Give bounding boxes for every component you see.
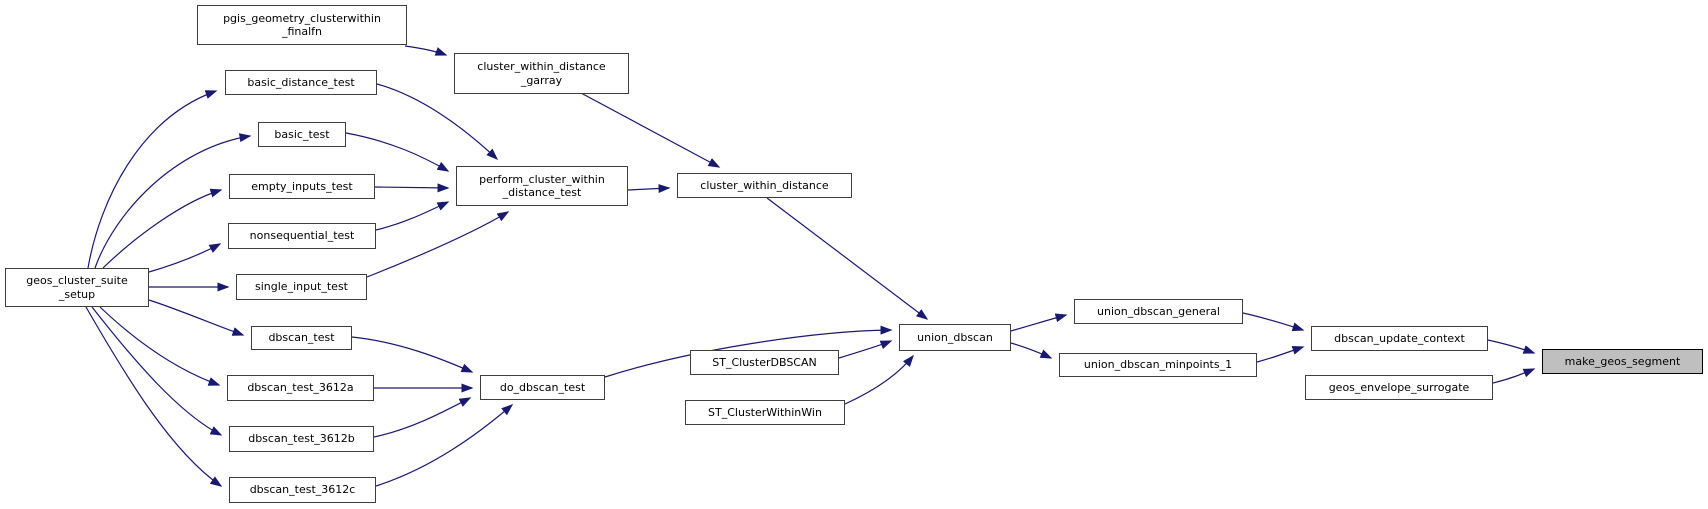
node-basic-test[interactable]: basic_test: [258, 122, 346, 147]
node-pgis-geometry-clusterwithin-finalfn[interactable]: pgis_geometry_clusterwithin _finalfn: [197, 5, 407, 45]
edge-setup-to-basic-distance-test: [87, 90, 218, 269]
edge-basic-test-to-perform: [345, 132, 450, 172]
node-union-dbscan[interactable]: union_dbscan: [899, 324, 1011, 351]
edge-st-clusterwithinwin-to-union-dbscan: [844, 354, 914, 405]
edge-union-dbscan-to-general: [1010, 313, 1068, 332]
node-union-dbscan-general[interactable]: union_dbscan_general: [1074, 299, 1243, 324]
edge-setup-to-nonsequential-test: [148, 243, 222, 273]
edge-dbscan-test-3612c-to-do-dbscan-test: [375, 404, 514, 487]
node-empty-inputs-test[interactable]: empty_inputs_test: [229, 174, 375, 199]
node-dbscan-test-3612b[interactable]: dbscan_test_3612b: [229, 426, 374, 452]
node-make-geos-segment: make_geos_segment: [1542, 349, 1703, 374]
edge-garray-to-cluster-within-distance: [580, 92, 721, 168]
edge-setup-to-dbscan-test-3612c: [85, 306, 223, 487]
node-single-input-test[interactable]: single_input_test: [236, 274, 367, 300]
node-basic-distance-test[interactable]: basic_distance_test: [225, 70, 377, 95]
edge-do-dbscan-test-to-union-dbscan: [604, 325, 893, 378]
edge-geos-envelope-surrogate-to-make-geos-segment: [1492, 368, 1536, 384]
edge-dbscan-test-3612b-to-do-dbscan-test: [373, 397, 472, 438]
edge-setup-to-empty-inputs-test: [102, 188, 223, 269]
edge-perform-to-cluster-within-distance: [627, 184, 671, 194]
node-geos-cluster-suite-setup[interactable]: geos_cluster_suite _setup: [5, 268, 149, 307]
edge-setup-to-dbscan-test: [148, 299, 245, 336]
node-geos-envelope-surrogate[interactable]: geos_envelope_surrogate: [1305, 375, 1493, 400]
node-dbscan-test-3612a[interactable]: dbscan_test_3612a: [227, 375, 374, 401]
node-do-dbscan-test[interactable]: do_dbscan_test: [480, 375, 605, 400]
edge-pgis-finalfn-to-garray: [404, 45, 448, 56]
node-dbscan-update-context[interactable]: dbscan_update_context: [1311, 326, 1488, 351]
edge-setup-to-dbscan-test-3612a: [99, 306, 221, 386]
edge-cluster-within-distance-to-union-dbscan: [766, 197, 929, 320]
node-dbscan-test-3612c[interactable]: dbscan_test_3612c: [229, 477, 376, 503]
edge-setup-to-dbscan-test-3612b: [91, 306, 223, 436]
node-cluster-within-distance[interactable]: cluster_within_distance: [677, 173, 852, 198]
edge-dbscan-update-context-to-make-geos-segment: [1487, 339, 1536, 354]
edge-single-input-test-to-perform: [366, 211, 510, 278]
edge-nonsequential-test-to-perform: [375, 201, 450, 231]
node-nonsequential-test[interactable]: nonsequential_test: [228, 223, 376, 249]
edge-minpoints-1-to-dbscan-update-context: [1256, 346, 1305, 363]
node-st-clusterdbscan[interactable]: ST_ClusterDBSCAN: [690, 350, 839, 375]
edge-st-clusterdbscan-to-union-dbscan: [838, 340, 893, 359]
node-dbscan-test[interactable]: dbscan_test: [251, 326, 352, 350]
edge-general-to-dbscan-update-context: [1242, 312, 1305, 332]
node-union-dbscan-minpoints-1[interactable]: union_dbscan_minpoints_1: [1059, 353, 1257, 377]
node-cluster-within-distance-garray[interactable]: cluster_within_distance _garray: [454, 53, 629, 94]
node-st-clusterwithinwin[interactable]: ST_ClusterWithinWin: [685, 400, 845, 425]
edge-setup-to-basic-test: [94, 133, 252, 269]
edge-basic-distance-test-to-perform: [376, 83, 499, 161]
edge-empty-inputs-test-to-perform: [374, 183, 450, 193]
node-perform-cluster-within-distance-test[interactable]: perform_cluster_within _distance_test: [456, 166, 628, 206]
edge-dbscan-test-to-do-dbscan-test: [351, 336, 474, 373]
edge-union-dbscan-to-minpoints-1: [1010, 342, 1053, 359]
